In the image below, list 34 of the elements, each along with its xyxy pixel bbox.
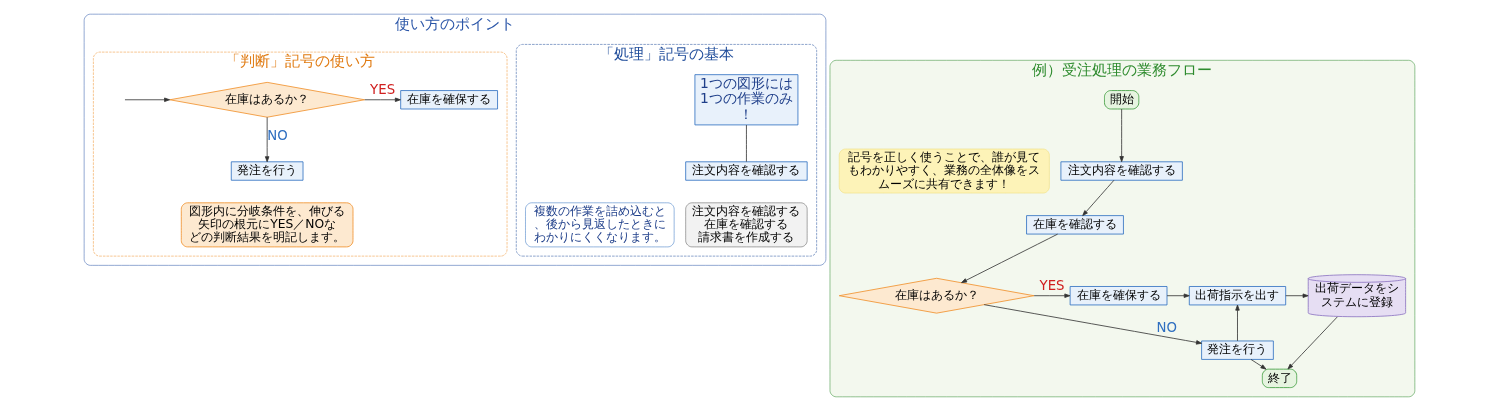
node-box: 終了 xyxy=(1261,368,1298,388)
arrow xyxy=(364,97,401,102)
node-box: 1つの図形には1つの作業のみ！ xyxy=(694,74,799,126)
arrow xyxy=(1033,293,1071,298)
edge-label: NO xyxy=(267,128,288,144)
node-box: 開始 xyxy=(1104,90,1140,110)
arrow xyxy=(264,116,270,163)
node-box: 出荷指示を出す xyxy=(1188,286,1287,306)
node-box: 発注を行う xyxy=(1201,340,1274,360)
arrow xyxy=(961,233,1058,284)
arrow xyxy=(1166,293,1190,298)
node-box: 記号を正しく使うことで、誰が見てもわかりやすく、業務の全体像をスムーズに共有できます！ xyxy=(838,148,1050,194)
arrow xyxy=(124,97,171,102)
node-box: 在庫を確保する xyxy=(400,90,498,110)
arrow xyxy=(983,304,1202,345)
arrow xyxy=(1082,179,1115,216)
arrow xyxy=(1235,304,1240,342)
node-box: 複数の作業を詰め込むと、後から見返したときにわかりにくくなります。 xyxy=(525,202,675,248)
node-box: 図形内に分岐条件を、伸びる矢印の根元にYES／NOなどの判断結果を明記します。 xyxy=(180,202,354,248)
edge-label: NO xyxy=(1156,320,1177,336)
node-box: 注文内容を確認する xyxy=(1060,161,1183,181)
arrow xyxy=(1119,108,1124,163)
arrow xyxy=(1287,316,1338,370)
node-box: 発注を行う xyxy=(230,161,304,181)
edge-label: YES xyxy=(370,82,396,98)
arrow xyxy=(1250,359,1267,370)
node-box: 注文内容を確認する 在庫を確認する 請求書を作成する xyxy=(685,202,808,248)
edge-label: YES xyxy=(1039,277,1065,293)
node-box: 在庫を確保する xyxy=(1069,286,1168,306)
connector xyxy=(746,124,747,163)
node-box: 在庫を確認する xyxy=(1026,215,1124,235)
node-diamond: 在庫はあるか？ xyxy=(169,81,365,118)
node-box: 注文内容を確認する xyxy=(685,161,808,181)
arrow xyxy=(1285,293,1309,298)
